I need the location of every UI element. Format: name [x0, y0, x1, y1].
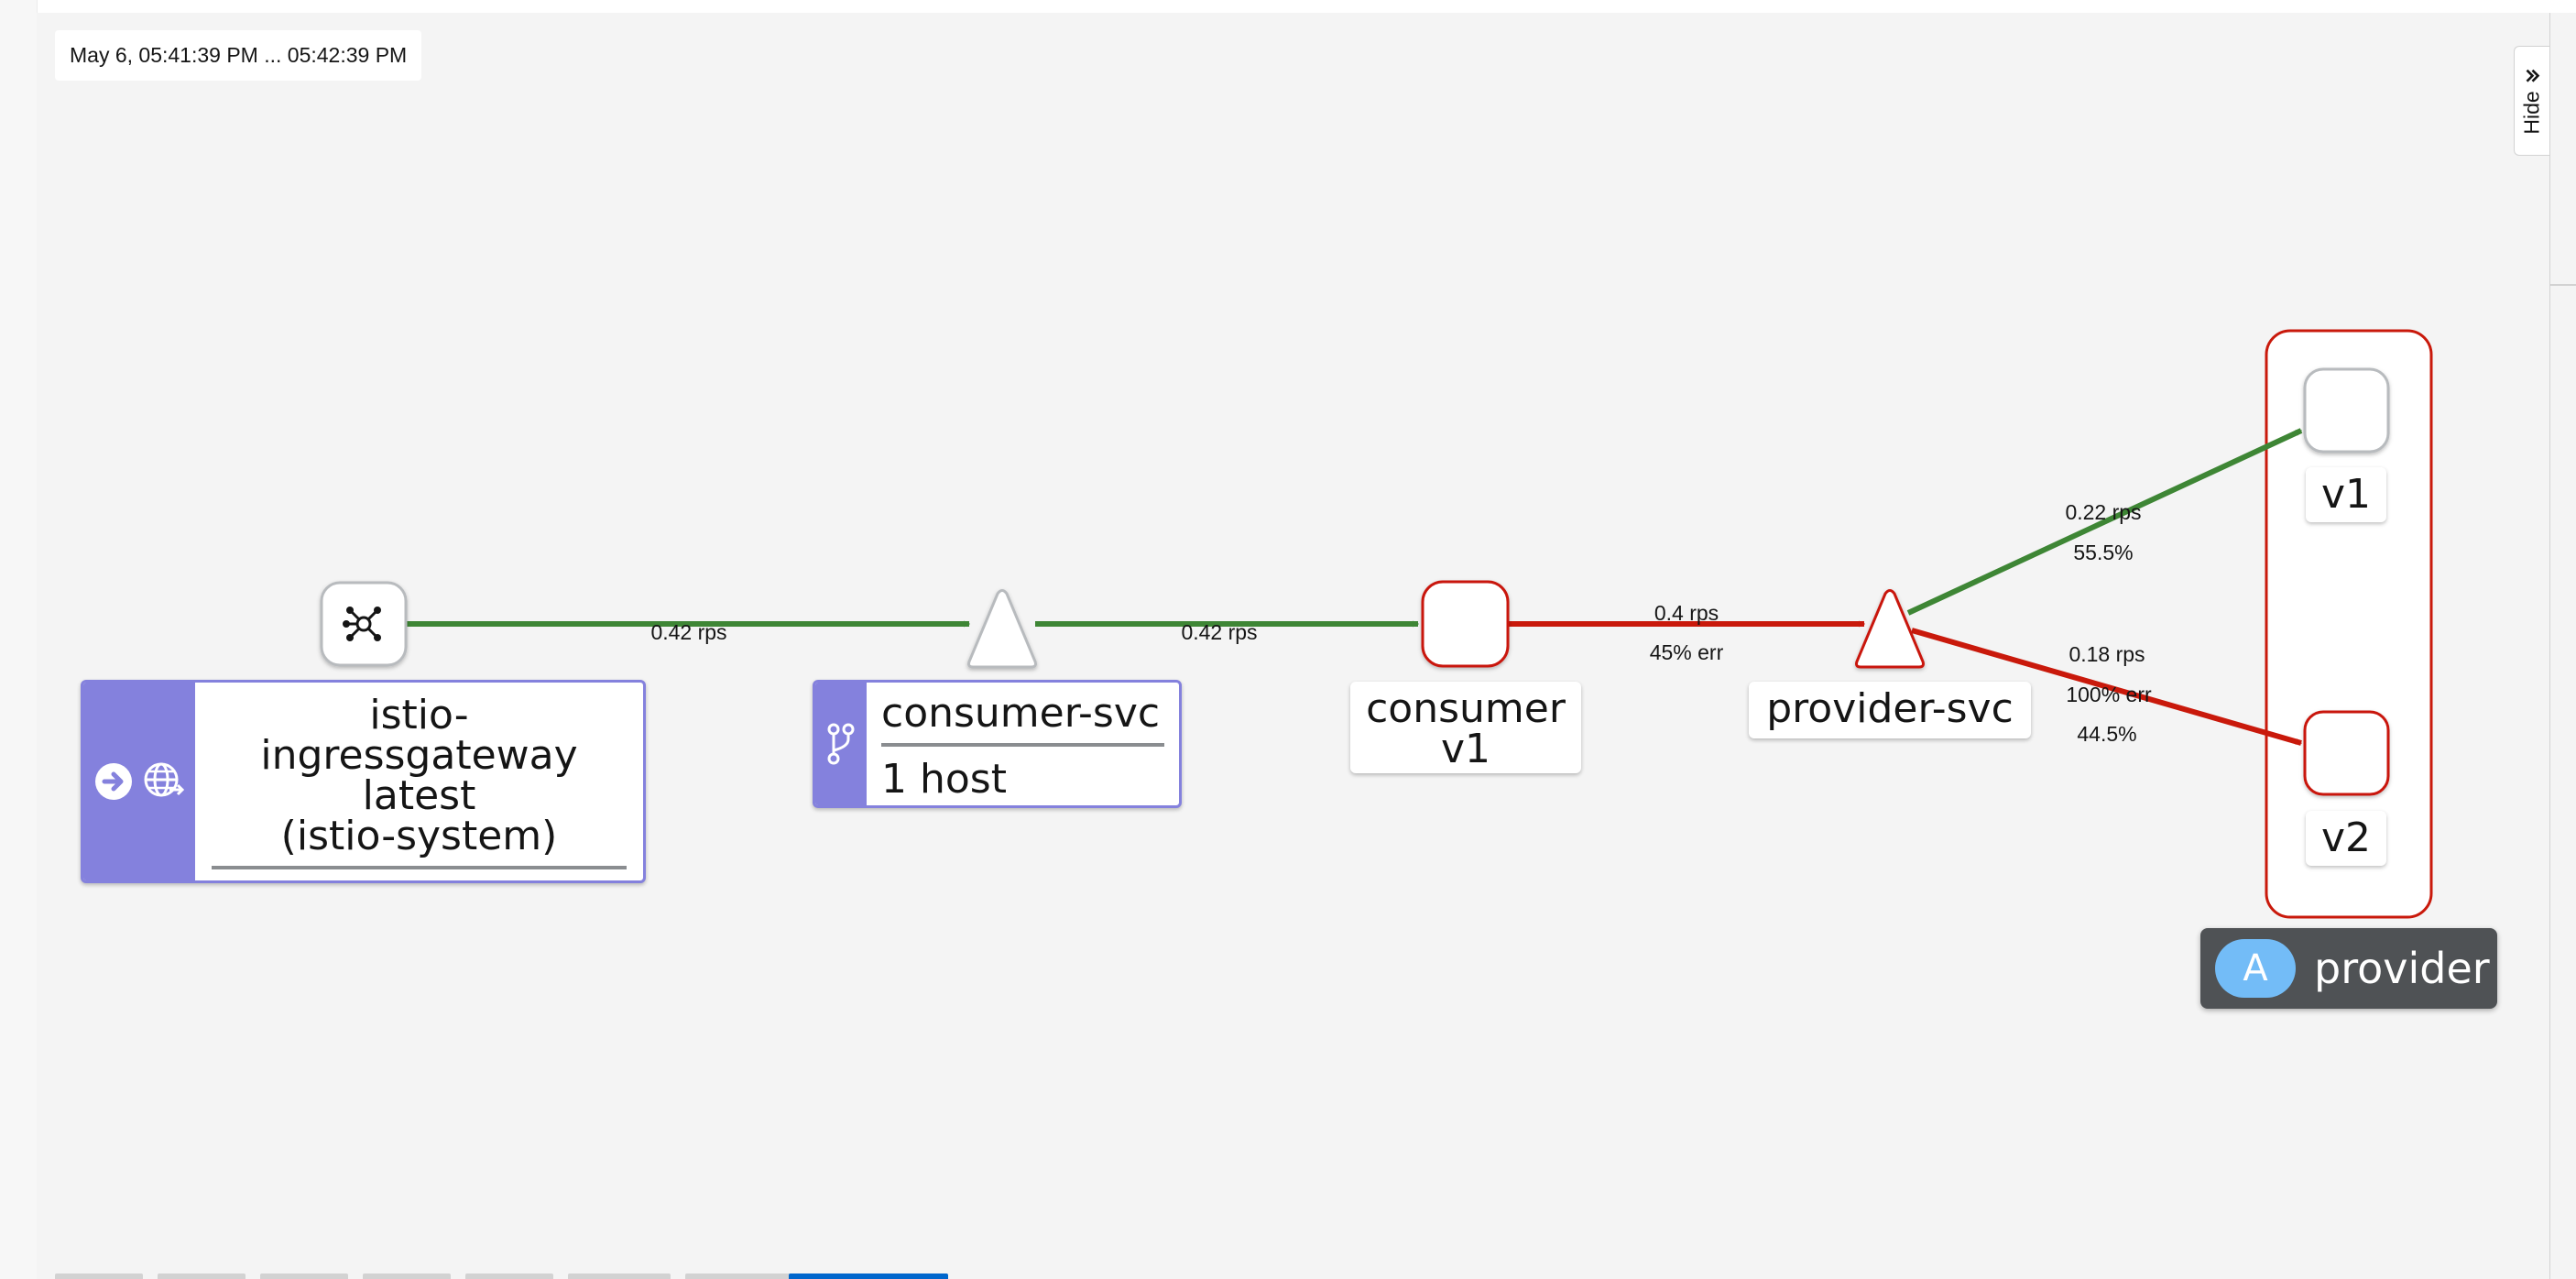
toolbar-button[interactable] — [465, 1274, 553, 1279]
edge-rps-label: 0.42 rps — [650, 620, 726, 644]
edge-rps-label: 0.42 rps — [1181, 620, 1257, 644]
hide-panel-button[interactable]: Hide — [2514, 46, 2549, 156]
consumer-svc-host-count: 1 host — [881, 756, 1007, 803]
toolbar-button[interactable] — [568, 1274, 671, 1279]
ingress-host-count: 1 host — [212, 869, 627, 880]
consumer-svc-badge — [815, 683, 867, 805]
edge-error-label: 100% err — [2066, 683, 2152, 706]
edge-error-label: 45% err — [1650, 640, 1724, 664]
edge-rps-label: 0.4 rps — [1654, 601, 1719, 625]
app-badge: A — [2215, 939, 2296, 998]
provider-v2-node[interactable] — [2303, 710, 2390, 796]
toolbar-button[interactable] — [260, 1274, 348, 1279]
double-chevron-right-icon — [2526, 69, 2539, 82]
bottom-toolbar — [55, 1274, 953, 1279]
toolbar-button[interactable] — [685, 1274, 823, 1279]
consumer-v1-label-line-1: consumer — [1366, 685, 1566, 732]
ingress-gateway-node[interactable] — [320, 581, 408, 667]
ingress-title-line-2: latest — [362, 772, 476, 819]
provider-v1-node[interactable] — [2303, 367, 2390, 454]
edge-rps-label: 0.22 rps — [2065, 500, 2141, 524]
ingress-title-line-1: istio-ingressgateway — [260, 692, 578, 779]
graph-canvas[interactable] — [37, 13, 2576, 1279]
consumer-v1-label: consumer v1 — [1350, 682, 1581, 773]
consumer-svc-label-card[interactable]: consumer-svc 1 host — [813, 680, 1182, 808]
toolbar-button[interactable] — [158, 1274, 246, 1279]
ingress-title-line-3: (istio-system) — [280, 813, 558, 859]
time-range-label: May 6, 05:41:39 PM ... 05:42:39 PM — [55, 30, 422, 81]
virtual-service-branch-icon — [827, 723, 855, 765]
toolbar-button[interactable] — [55, 1274, 143, 1279]
side-panel-edge — [2549, 13, 2576, 1279]
edge-provider-svc-to-v2[interactable] — [1911, 628, 2303, 746]
globe-icon — [144, 762, 184, 797]
ingress-badge — [83, 683, 195, 880]
app-name: provider — [2314, 944, 2490, 993]
consumer-v1-node[interactable] — [1421, 580, 1510, 668]
provider-app-label[interactable]: A provider — [2200, 928, 2497, 1009]
ingress-gateway-icon — [343, 607, 381, 641]
consumer-v1-label-line-2: v1 — [1440, 726, 1491, 772]
ingress-gateway-label-card[interactable]: istio-ingressgateway latest (istio-syste… — [81, 680, 646, 883]
consumer-svc-node[interactable] — [967, 589, 1037, 669]
consumer-svc-title: consumer-svc — [881, 683, 1164, 747]
arrow-circle-right-icon — [95, 763, 132, 800]
side-panel-divider — [2550, 284, 2576, 286]
edge-rps-label: 0.18 rps — [2068, 642, 2145, 666]
toolbar-button-active[interactable] — [789, 1274, 948, 1279]
provider-v1-label: v1 — [2306, 467, 2386, 522]
edge-percent-label: 55.5% — [2073, 541, 2133, 564]
provider-svc-node[interactable] — [1855, 589, 1925, 669]
edge-provider-svc-to-v1[interactable] — [1906, 428, 2303, 616]
provider-v2-label: v2 — [2306, 811, 2386, 866]
edge-percent-label: 44.5% — [2077, 722, 2136, 746]
toolbar-button[interactable] — [363, 1274, 451, 1279]
provider-svc-label: provider-svc — [1749, 682, 2031, 738]
